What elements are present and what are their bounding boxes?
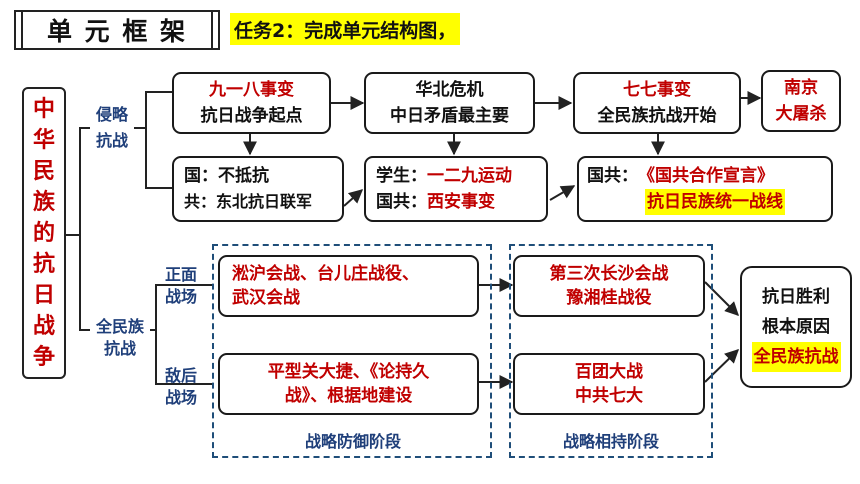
c2-value-yierjiu: 一二九运动 — [427, 166, 512, 186]
root-box: 中 华 民 族 的 抗 日 战 争 — [22, 87, 66, 379]
branch-quanminzu-kangzhan: 全民族 抗战 — [95, 317, 144, 358]
box-front-defense-battles: 淞沪会战、台儿庄战役、 武汉会战 — [218, 255, 479, 317]
c1-prefix-gong: 共： — [184, 192, 217, 211]
box-rear-defense-actions: 平型关大捷、《论持久 战》、根据地建设 — [218, 353, 479, 415]
unit-frame-title-text: 单 元 框 架 — [46, 17, 188, 46]
jiuyiba-title: 九一八事变 — [209, 80, 294, 100]
c1-value-guo: 不抵抗 — [218, 166, 269, 186]
root-char: 华 — [32, 127, 55, 153]
huabei-title: 华北危机 — [415, 80, 484, 100]
branch-zhengmian-zhanchang: 正面 战场 — [164, 265, 197, 306]
root-char: 争 — [32, 344, 55, 370]
root-char: 日 — [32, 282, 55, 308]
task-text: 任务2：完成单元结构图， — [234, 19, 457, 42]
box-nanjing-massacre: 南京 大屠杀 — [761, 70, 841, 132]
box-huabei-crisis: 华北危机 中日矛盾最主要 — [364, 72, 535, 134]
c3-value-united-front: 抗日民族统一战线 — [645, 189, 785, 215]
stage-stalemate-frame — [509, 244, 713, 458]
box-rear-stalemate-actions: 百团大战 中共七大 — [513, 353, 705, 415]
stage-defense-label: 战略防御阶段 — [304, 432, 401, 451]
front-defense-text: 淞沪会战、台儿庄战役、 武汉会战 — [232, 264, 419, 308]
stage-defense-frame — [212, 244, 492, 458]
c1-value-gong: 东北抗日联军 — [216, 192, 313, 211]
box-victory-reason: 抗日胜利 根本原因 全民族抗战 — [740, 266, 852, 388]
unit-frame-title: 单 元 框 架 — [14, 10, 220, 50]
jiuyiba-note: 抗日战争起点 — [200, 106, 303, 126]
box-jiuyiba-incident: 九一八事变 抗日战争起点 — [172, 72, 331, 134]
front-stalemate-text: 第三次长沙会战 豫湘桂战役 — [549, 264, 669, 308]
c2-prefix-guogong: 国共： — [376, 192, 427, 212]
root-char: 的 — [32, 220, 55, 246]
root-char: 抗 — [32, 251, 55, 277]
rear-defense-text: 平型关大捷、《论持久 战》、根据地建设 — [267, 362, 430, 406]
nanjing-line1: 南京 — [784, 78, 818, 98]
rear-stalemate-text: 百团大战 中共七大 — [575, 362, 643, 406]
root-char: 民 — [32, 158, 55, 184]
root-char: 族 — [32, 189, 55, 215]
box-student-guogong: 学生：一二九运动 国共：西安事变 — [364, 156, 548, 222]
c3-value-declaration: 《国共合作宣言》 — [638, 166, 774, 186]
c1-prefix-guo: 国： — [184, 166, 218, 186]
box-guo-gong-response-1: 国：不抵抗 共：东北抗日联军 — [172, 156, 344, 222]
victory-line2: 根本原因 — [762, 317, 830, 337]
huabei-note: 中日矛盾最主要 — [390, 106, 509, 126]
box-united-front: 国共：《国共合作宣言》 抗日民族统一战线 — [577, 156, 833, 222]
c2-value-xian: 西安事变 — [427, 192, 495, 212]
qiqi-note: 全民族抗战开始 — [597, 106, 717, 126]
box-qiqi-incident: 七七事变 全民族抗战开始 — [573, 72, 741, 134]
stage-stalemate-label: 战略相持阶段 — [562, 432, 659, 451]
victory-line1: 抗日胜利 — [762, 287, 830, 307]
root-char: 战 — [32, 313, 55, 339]
branch-dihou-zhanchang: 敌后 战场 — [164, 366, 197, 407]
c2-prefix-student: 学生： — [376, 166, 427, 186]
victory-highlight: 全民族抗战 — [751, 342, 841, 372]
nanjing-line2: 大屠杀 — [775, 104, 827, 124]
root-char: 中 — [32, 96, 55, 122]
c3-prefix-guogong: 国共： — [587, 166, 638, 186]
task-banner: 任务2：完成单元结构图， — [230, 13, 461, 45]
qiqi-title: 七七事变 — [623, 80, 691, 100]
box-front-stalemate-battles: 第三次长沙会战 豫湘桂战役 — [513, 255, 705, 317]
branch-qinlue-kangzhan: 侵略 抗战 — [95, 105, 128, 150]
